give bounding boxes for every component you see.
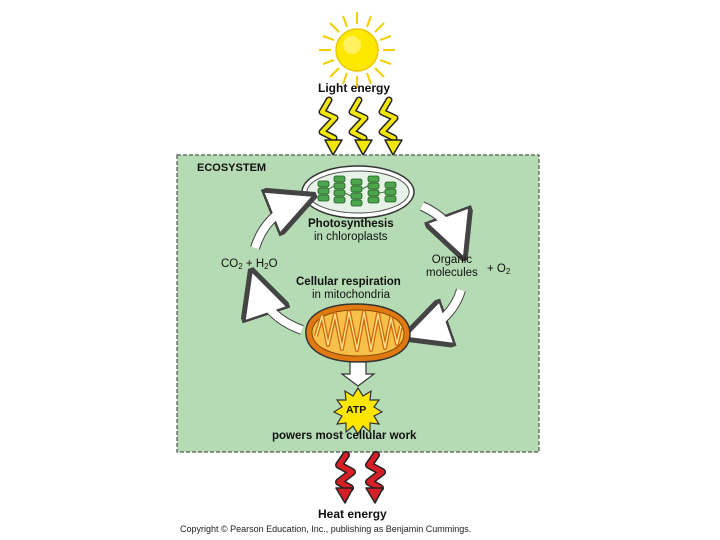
cellular-respiration-sublabel: in mitochondria — [312, 289, 390, 301]
ecosystem-label: ECOSYSTEM — [197, 162, 267, 174]
light-arrow-1 — [318, 96, 343, 156]
powers-work-label: powers most cellular work — [272, 430, 417, 442]
atp-arrow — [340, 361, 376, 387]
mitochondrion-icon — [305, 303, 411, 363]
heat-arrow-2 — [365, 451, 386, 504]
atp-burst-icon — [332, 386, 384, 436]
chloroplast-icon — [301, 165, 415, 219]
o2-label: + O2 — [487, 263, 511, 276]
cellular-respiration-label: Cellular respiration — [296, 276, 401, 288]
atp-label: ATP — [346, 404, 367, 416]
organic-line-2: molecules — [426, 267, 478, 279]
cycle-arrows — [255, 202, 461, 332]
organic-molecules-label: Organic molecules — [426, 254, 478, 280]
sun-icon — [319, 12, 395, 88]
heat-energy-arrows — [335, 451, 386, 504]
photosynthesis-label: Photosynthesis — [308, 218, 394, 230]
photosynthesis-sublabel: in chloroplasts — [314, 231, 388, 243]
heat-arrow-1 — [335, 451, 356, 504]
light-arrow-2 — [348, 96, 373, 156]
co2-h2o-label: CO2 + H2O — [221, 258, 278, 271]
light-energy-arrows — [318, 96, 403, 156]
copyright-text: Copyright © Pearson Education, Inc., pub… — [180, 524, 472, 534]
heat-energy-label: Heat energy — [318, 507, 387, 521]
light-energy-label: Light energy — [318, 81, 391, 95]
organic-line-1: Organic — [431, 254, 473, 266]
light-arrow-3 — [378, 96, 403, 156]
